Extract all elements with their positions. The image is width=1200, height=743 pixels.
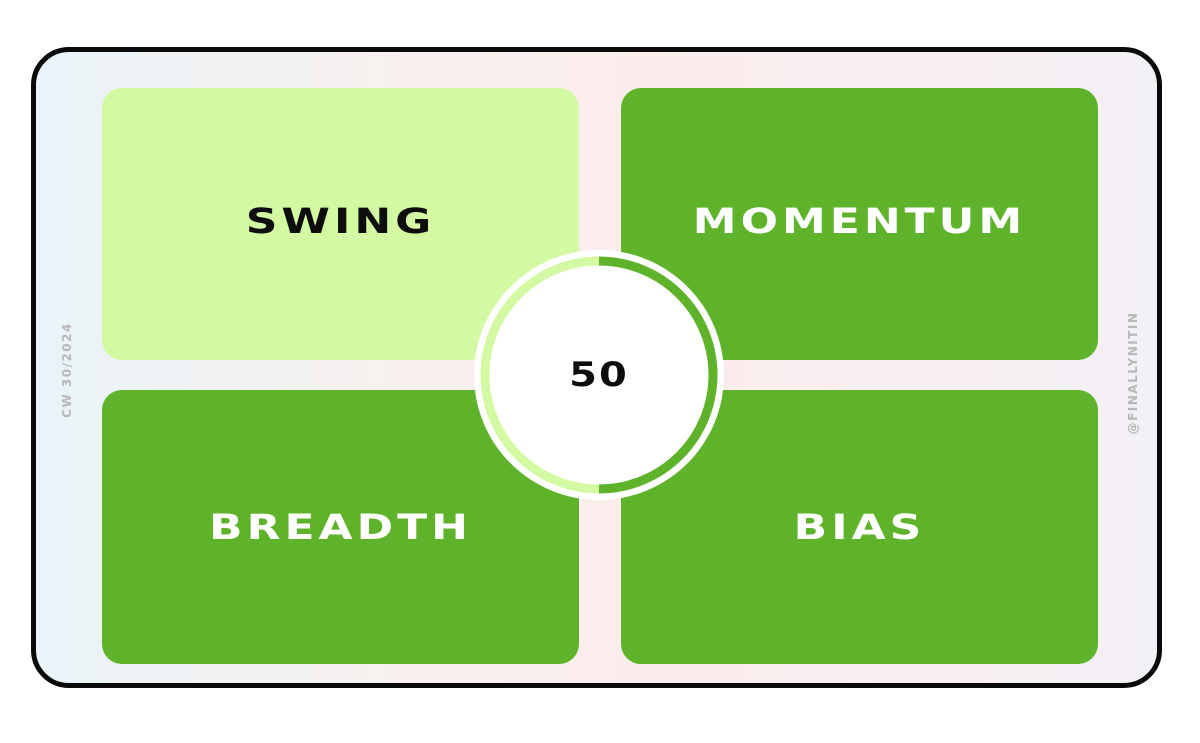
tile-breadth: BREADTH bbox=[102, 390, 579, 664]
tile-swing: SWING bbox=[102, 88, 579, 360]
score-ring-empty-arc bbox=[480, 256, 600, 494]
score-disc bbox=[494, 270, 704, 480]
score-ring bbox=[474, 250, 724, 500]
tile-breadth-label: BREADTH bbox=[209, 507, 472, 547]
tile-momentum-label: MOMENTUM bbox=[692, 201, 1027, 242]
score-dial: 50 bbox=[474, 250, 724, 500]
score-ring-filled-arc bbox=[598, 256, 718, 494]
handle-label: @FINALLYNITIN bbox=[1126, 311, 1140, 435]
score-value-box: 50 bbox=[474, 250, 724, 500]
score-value: 50 bbox=[569, 355, 629, 395]
tile-swing-label: SWING bbox=[245, 201, 436, 242]
week-label: CW 30/2024 bbox=[60, 322, 74, 418]
tile-bias: BIAS bbox=[621, 390, 1098, 664]
tile-bias-label: BIAS bbox=[793, 507, 926, 547]
